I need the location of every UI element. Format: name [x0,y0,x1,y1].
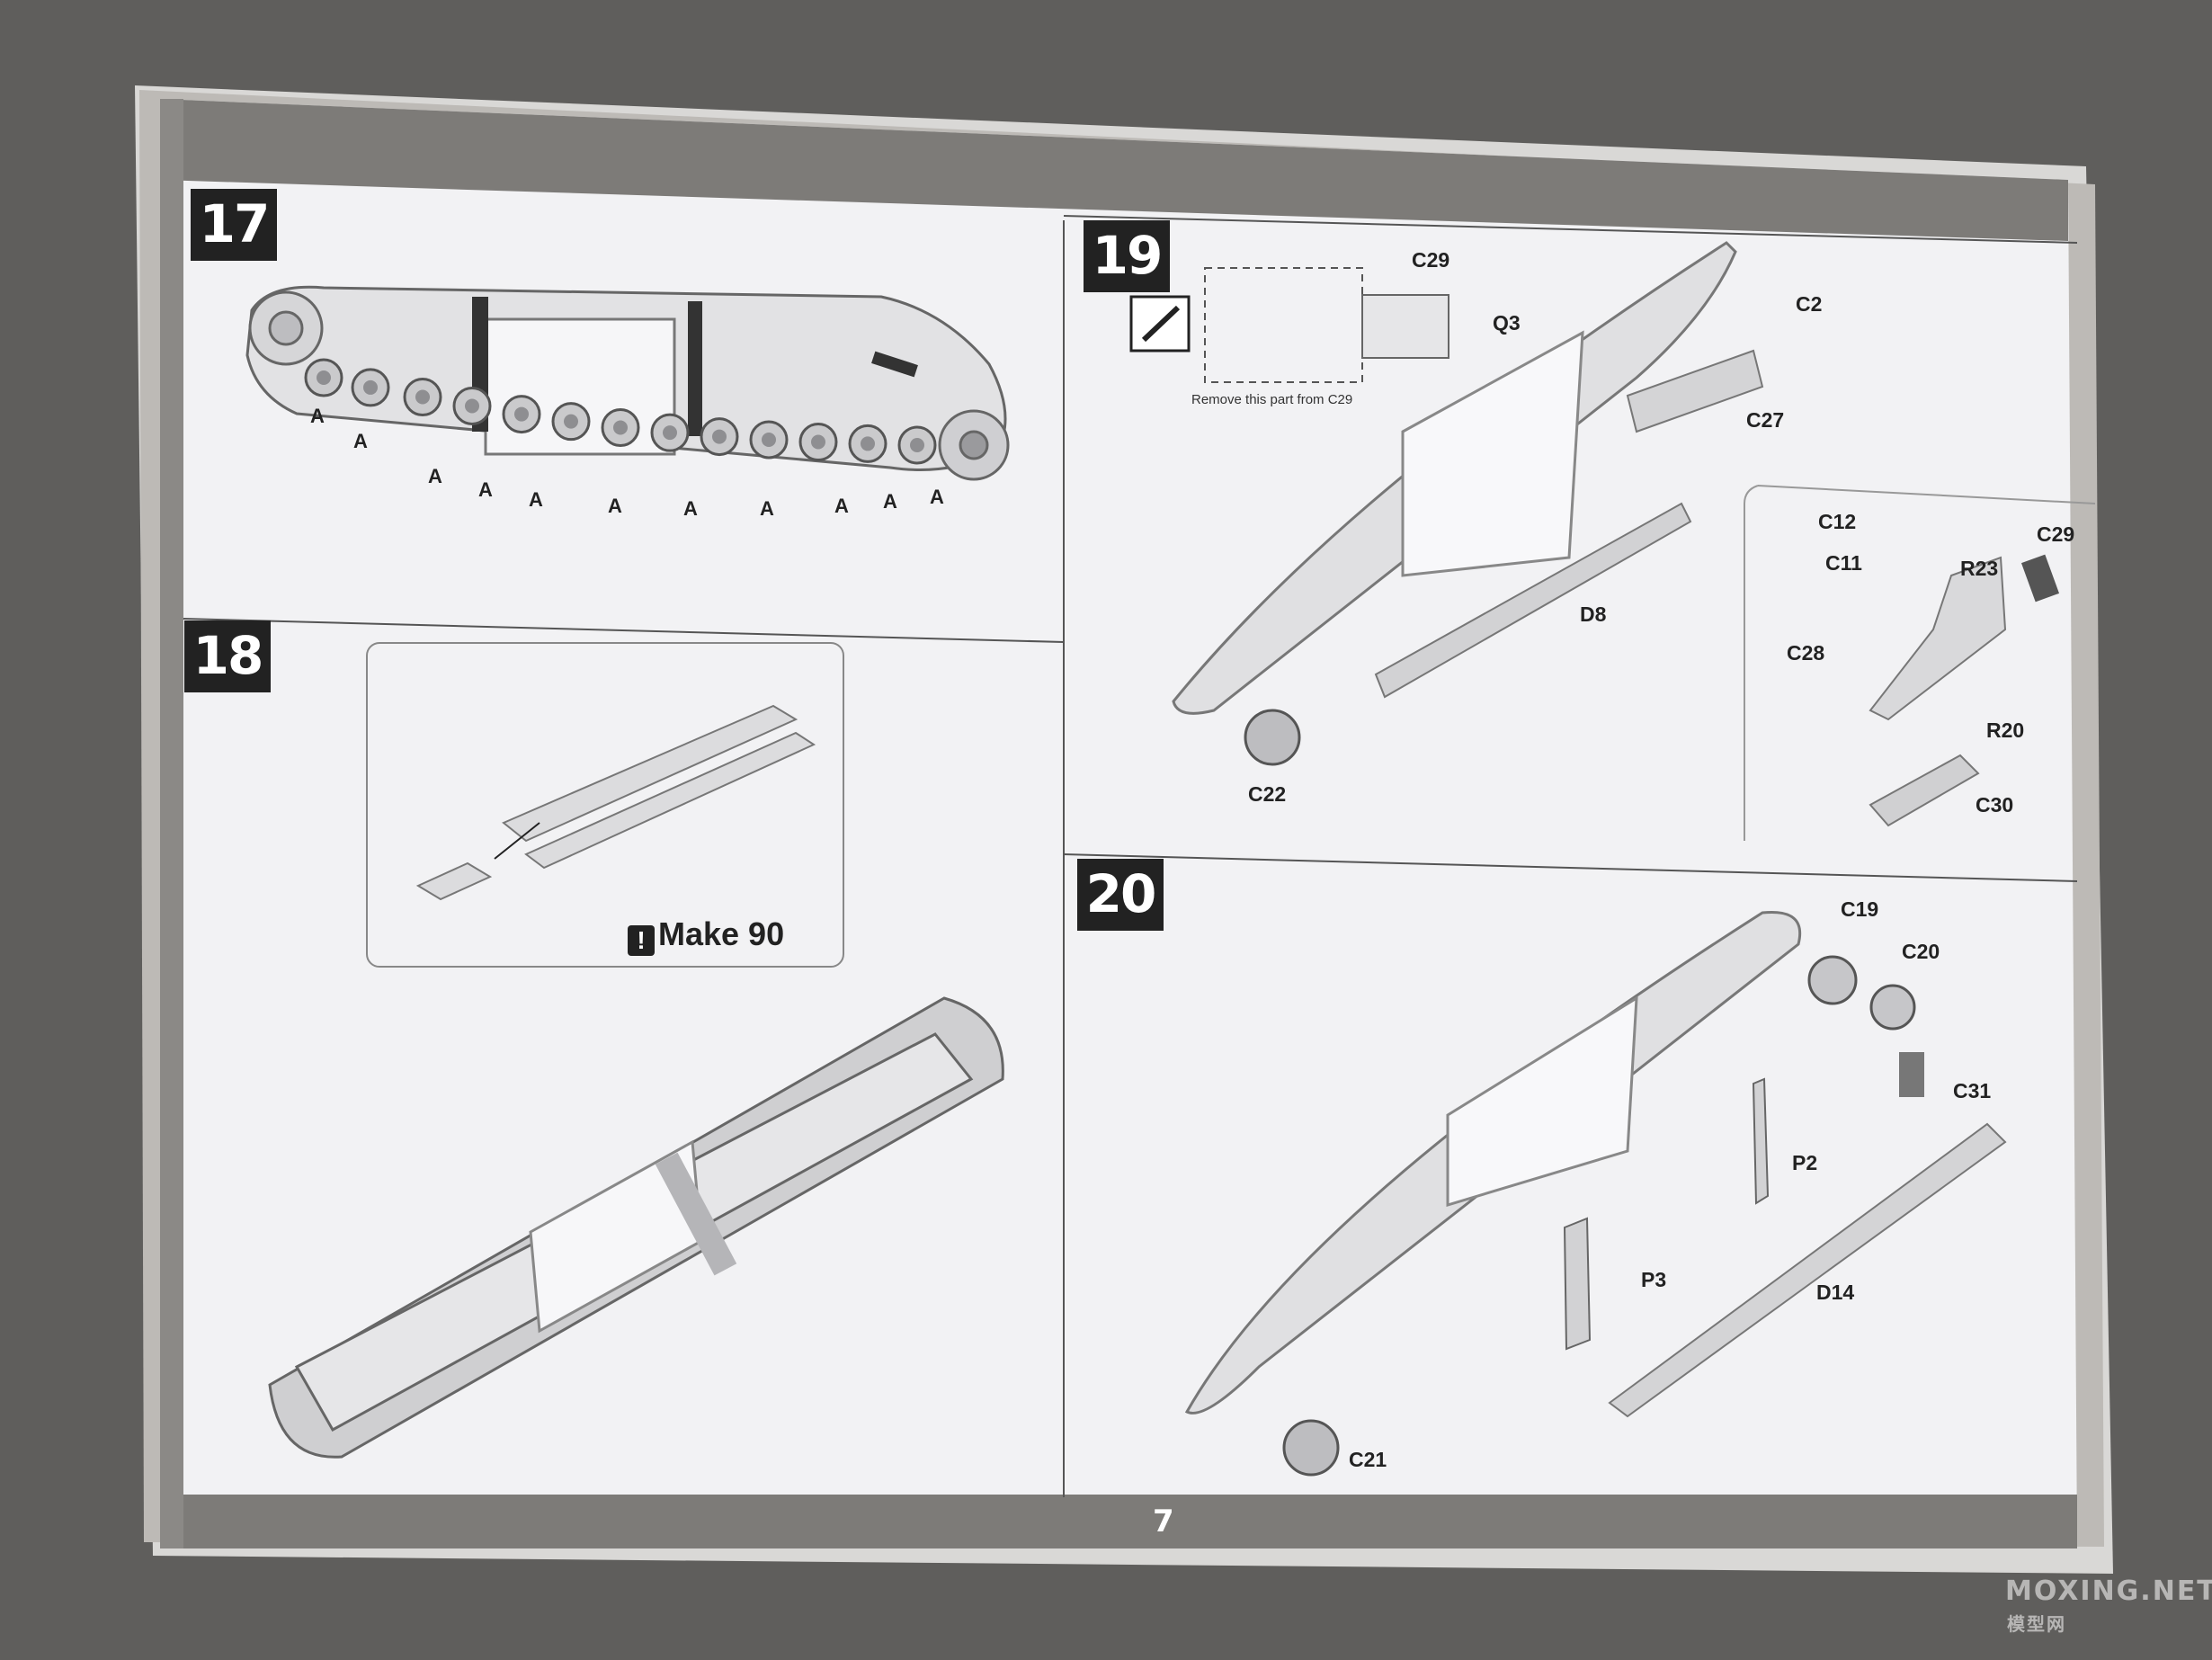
divider-19-20 [1063,853,2078,882]
road-wheel-hub [363,379,378,395]
site-watermark: MOXING.NET [2005,1575,2212,1607]
part-c20 [1869,984,1916,1031]
part-label-d14: D14 [1816,1281,1855,1304]
road-wheel-hub [465,398,479,414]
step19-c29-part [1361,294,1449,359]
road-wheel-hub [811,434,825,450]
step20-hull-side [1184,910,1801,1415]
part-label-c29: C29 [1412,248,1450,272]
road-wheel-hub [613,420,628,435]
part-c21 [1282,1419,1340,1477]
part-label-a: A [760,497,774,520]
part-label-a: A [683,497,698,520]
step-18-badge: 18 [184,620,271,692]
part-d14 [1608,1122,2007,1418]
part-label-c22: C22 [1248,782,1287,806]
step18-assembled-tank [268,996,1004,1459]
road-wheel-hub [564,414,578,429]
road-wheel-hub [762,432,776,447]
road-wheel-hub [317,370,331,385]
step19-side-inset [1744,485,2096,841]
part-label-a: A [834,495,849,517]
divider-top-right [1063,215,2078,244]
part-c31 [1899,1052,1924,1097]
part-p3 [1563,1217,1592,1351]
step19-hull-side [1172,241,1737,715]
part-label-r23: R23 [1960,557,1999,580]
road-wheel-hub [712,429,727,444]
remove-part-note: Remove this part from C29 [1191,392,1353,407]
part-c22 [1244,709,1301,766]
road-wheel-hub [861,436,875,451]
step18-inset-frame [366,642,844,968]
divider-17-18 [183,618,1065,643]
part-label-c21: C21 [1349,1448,1387,1471]
site-watermark-chinese: 模型网 [2007,1613,2066,1635]
part-label-a: A [478,478,493,501]
part-label-c27: C27 [1746,408,1785,432]
top-band [160,99,2068,241]
part-label-d8: D8 [1580,602,1607,626]
page-number: 7 [1153,1504,1174,1540]
road-wheel-hub [663,425,677,441]
part-label-p3: P3 [1641,1268,1667,1291]
part-label-c31: C31 [1953,1079,1992,1102]
road-wheel-hub [415,389,430,405]
part-label-c19: C19 [1841,897,1879,921]
make-quantity-note: !Make 90 [628,915,784,956]
part-label-a: A [353,430,368,452]
part-label-c12: C12 [1818,510,1857,533]
part-label-p2: P2 [1792,1151,1818,1174]
part-c19 [1807,955,1858,1005]
spine-strip [160,99,183,1548]
part-label-q3: Q3 [1493,311,1521,335]
road-wheel-hub [514,406,529,422]
step-19-badge: 19 [1084,220,1170,292]
part-d8 [1374,502,1692,699]
step17-road-wheels [304,358,937,465]
step-17-badge: 17 [191,189,277,261]
part-label-c29: C29 [2037,522,2075,546]
part-label-r20: R20 [1986,718,2025,742]
part-label-c28: C28 [1787,641,1825,665]
part-label-a: A [529,488,543,511]
caution-icon: ! [628,925,655,956]
part-label-a: A [930,486,944,508]
part-label-c11: C11 [1825,551,1862,575]
cut-icon [1129,295,1191,353]
part-label-a: A [883,490,897,513]
bottom-band [162,1495,2077,1548]
part-label-c30: C30 [1976,793,2014,817]
make-quantity-text: Make 90 [658,915,785,952]
step-20-badge: 20 [1077,859,1164,931]
part-label-a: A [428,465,442,487]
part-label-a: A [310,405,325,427]
part-c27 [1626,349,1764,433]
part-label-a: A [608,495,622,517]
road-wheel-hub [910,438,924,452]
part-label-c2: C2 [1796,292,1823,316]
step18-track-links [415,704,816,901]
part-label-c20: C20 [1902,940,1940,963]
part-p2 [1752,1077,1770,1205]
